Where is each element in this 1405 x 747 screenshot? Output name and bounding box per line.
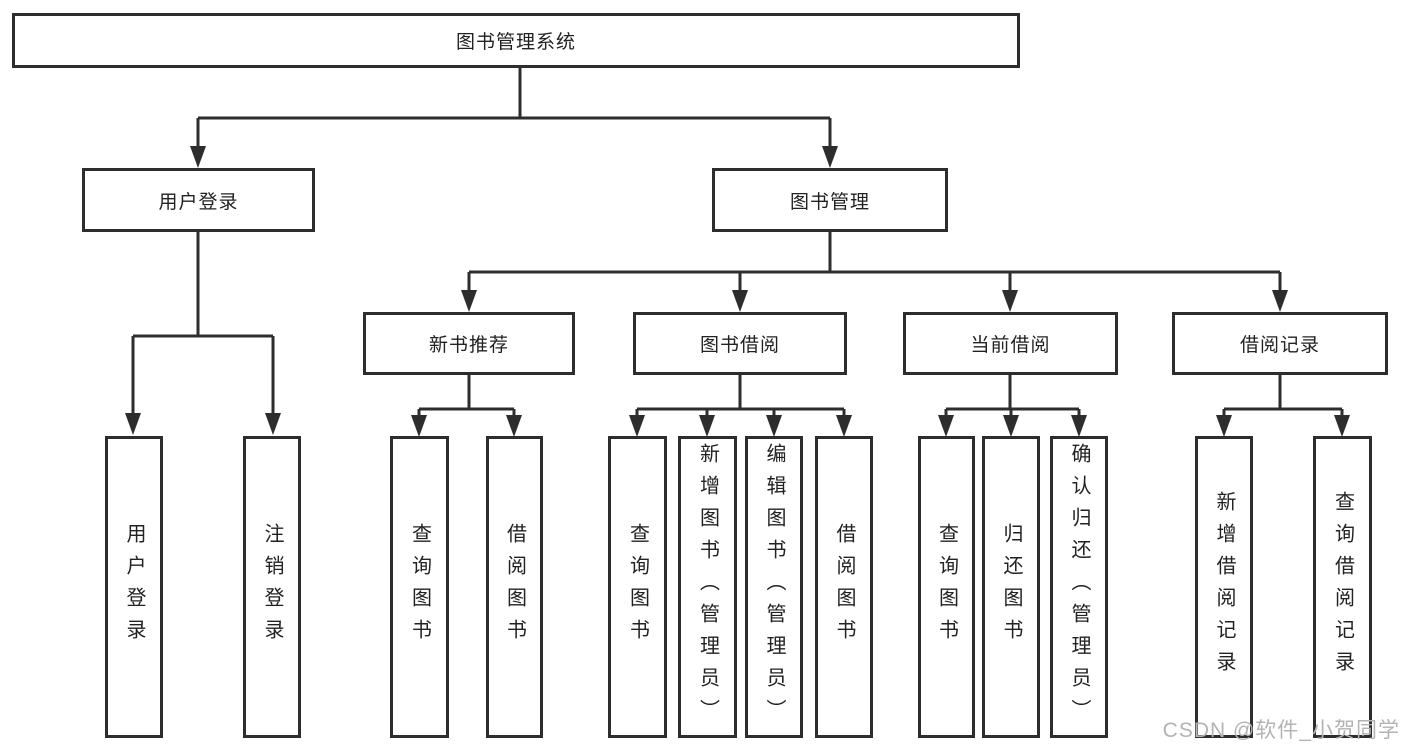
leaf-cb-query-book-label: 查询图书 [935, 523, 958, 651]
leaf-nbr-query-book-label: 查询图书 [408, 523, 431, 651]
leaf-bb-borrow-book-label: 借阅图书 [833, 523, 855, 651]
leaf-bb-edit-book-admin-label: 编辑图书（管理员） [763, 443, 785, 731]
leaf-nbr-borrow-book: 借阅图书 [486, 436, 543, 738]
node-book-management: 图书管理 [712, 168, 948, 232]
node-new-book-recommend: 新书推荐 [363, 312, 575, 375]
leaf-bb-edit-book-admin: 编辑图书（管理员） [745, 436, 803, 738]
node-user-login: 用户登录 [82, 168, 315, 232]
leaf-nbr-borrow-book-label: 借阅图书 [503, 523, 526, 651]
leaf-bb-query-book: 查询图书 [608, 436, 667, 738]
leaf-nbr-query-book: 查询图书 [390, 436, 449, 738]
leaf-cb-return-book-label: 归还图书 [1000, 523, 1022, 651]
node-borrow-record: 借阅记录 [1172, 312, 1388, 375]
node-current-borrow: 当前借阅 [903, 312, 1118, 375]
leaf-user-login: 用户登录 [105, 436, 163, 738]
leaf-user-login-label: 用户登录 [123, 523, 145, 651]
leaf-cb-query-book: 查询图书 [918, 436, 975, 738]
leaf-br-add-record: 新增借阅记录 [1195, 436, 1253, 738]
leaf-bb-query-book-label: 查询图书 [626, 523, 649, 651]
leaf-cb-confirm-return-admin-label: 确认归还（管理员） [1068, 443, 1090, 731]
leaf-bb-add-book-admin: 新增图书（管理员） [678, 436, 737, 738]
leaf-cb-confirm-return-admin: 确认归还（管理员） [1050, 436, 1108, 738]
leaf-br-query-record-label: 查询借阅记录 [1331, 491, 1354, 683]
node-book-borrow: 图书借阅 [633, 312, 847, 375]
leaf-cb-return-book: 归还图书 [982, 436, 1040, 738]
watermark: CSDN @软件_小贺同学 [1162, 719, 1400, 742]
leaf-bb-add-book-admin-label: 新增图书（管理员） [696, 443, 719, 731]
leaf-br-add-record-label: 新增借阅记录 [1213, 491, 1235, 683]
node-root: 图书管理系统 [12, 13, 1020, 68]
leaf-bb-borrow-book: 借阅图书 [815, 436, 873, 738]
leaf-logout: 注销登录 [243, 436, 301, 738]
leaf-br-query-record: 查询借阅记录 [1313, 436, 1372, 738]
leaf-logout-label: 注销登录 [261, 523, 283, 651]
